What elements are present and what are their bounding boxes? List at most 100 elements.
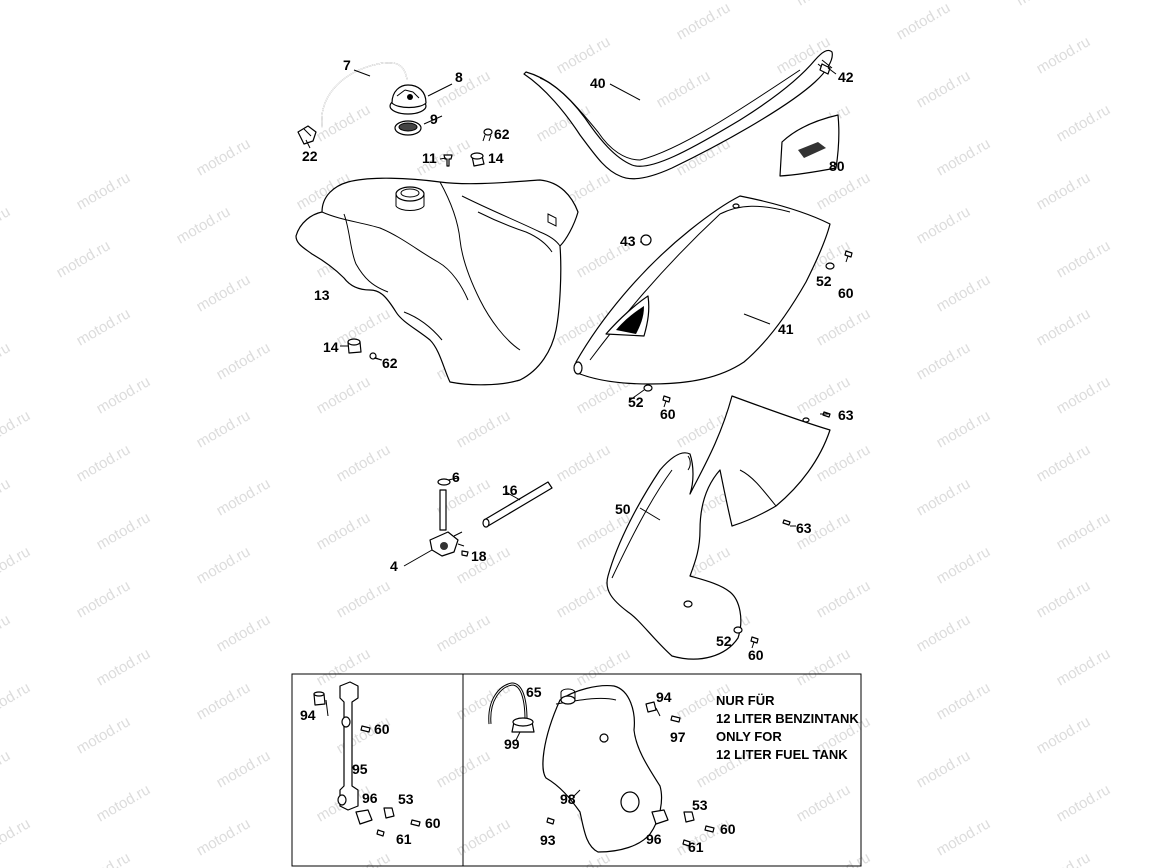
watermark-text: motod.ru <box>794 0 854 9</box>
watermark-text: motod.ru <box>1054 781 1114 825</box>
screw-60e-part <box>410 819 421 827</box>
tube-16-part <box>482 481 553 528</box>
watermark-text: motod.ru <box>194 135 254 179</box>
watermark-text: motod.ru <box>914 611 974 655</box>
watermark-text: motod.ru <box>214 339 274 383</box>
label-50: 50 <box>615 501 631 517</box>
fuel-cap-part <box>389 84 427 115</box>
label-52a: 52 <box>816 273 832 289</box>
watermark-text: motod.ru <box>194 407 254 451</box>
watermark-text: motod.ru <box>1034 305 1094 349</box>
label-52c: 52 <box>716 633 732 649</box>
label-22: 22 <box>302 148 318 164</box>
watermark-text: motod.ru <box>1054 645 1114 689</box>
watermark-text: motod.ru <box>794 645 854 689</box>
watermark-text: motod.ru <box>314 509 374 553</box>
watermark-text: motod.ru <box>214 747 274 791</box>
watermark-text: motod.ru <box>1034 169 1094 213</box>
label-60e: 60 <box>425 815 441 831</box>
label-18: 18 <box>471 548 487 564</box>
screw-11-part <box>443 154 453 167</box>
label-16: 16 <box>502 482 518 498</box>
label-94a: 94 <box>300 707 316 723</box>
watermark-text: motod.ru <box>934 407 994 451</box>
seat-part <box>523 49 833 180</box>
label-99: 99 <box>504 736 520 752</box>
screw-60a-part <box>844 250 853 263</box>
watermark-text: motod.ru <box>934 271 994 315</box>
watermark-text: motod.ru <box>0 611 13 655</box>
label-52b: 52 <box>628 394 644 410</box>
leader-lines <box>305 67 837 797</box>
watermark-text: motod.ru <box>814 577 874 621</box>
bushing-14-part <box>470 152 485 167</box>
label-6: 6 <box>452 469 460 485</box>
watermark-text: motod.ru <box>1154 679 1157 723</box>
watermark-text: motod.ru <box>454 815 514 859</box>
screw-60b-part <box>662 395 671 408</box>
washer-52b-part <box>643 384 653 392</box>
cap-99-part <box>511 717 535 733</box>
label-60f: 60 <box>720 821 736 837</box>
watermark-text: motod.ru <box>0 679 33 723</box>
label-41: 41 <box>778 321 794 337</box>
watermark-text: motod.ru <box>654 67 714 111</box>
watermark-text: motod.ru <box>0 339 13 383</box>
watermark-text: motod.ru <box>1034 577 1094 621</box>
watermark-text: motod.ru <box>94 645 154 689</box>
note-line-3: ONLY FOR <box>716 729 782 744</box>
label-43: 43 <box>620 233 636 249</box>
label-53a: 53 <box>398 791 414 807</box>
watermark-text: motod.ru <box>334 305 394 349</box>
screw-62-part <box>482 128 493 142</box>
label-42: 42 <box>838 69 854 85</box>
screw-61b-part <box>682 839 691 847</box>
note-line-2: 12 LITER BENZINTANK <box>716 711 859 726</box>
fuel-tap-part <box>429 478 465 557</box>
side-panel-part <box>606 395 831 660</box>
screw-60d-part <box>360 725 371 733</box>
fuel-tank-part <box>295 177 579 386</box>
label-61a: 61 <box>396 831 412 847</box>
label-62b: 62 <box>382 355 398 371</box>
watermark-text: motod.ru <box>1054 509 1114 553</box>
label-14a: 14 <box>488 150 504 166</box>
watermark-text: motod.ru <box>1054 237 1114 281</box>
watermark-text: motod.ru <box>434 611 494 655</box>
watermark-text: motod.ru <box>794 781 854 825</box>
decal-80-part <box>779 114 840 177</box>
tank-note: NUR FÜR 12 LITER BENZINTANK ONLY FOR 12 … <box>716 693 859 762</box>
washer-52a-part <box>825 262 835 270</box>
watermark-text: motod.ru <box>194 271 254 315</box>
bushing-14b-part <box>347 338 362 354</box>
screw-93-part <box>546 817 555 825</box>
label-40: 40 <box>590 75 606 91</box>
watermark-text: motod.ru <box>54 237 114 281</box>
watermark-text: motod.ru <box>554 441 614 485</box>
screw-97-part <box>670 715 681 723</box>
watermark-text: motod.ru <box>914 475 974 519</box>
watermark-text: motod.ru <box>314 101 374 145</box>
right-inset-box <box>462 673 862 867</box>
label-65: 65 <box>526 684 542 700</box>
watermark-text: motod.ru <box>914 67 974 111</box>
watermark-text: motod.ru <box>74 441 134 485</box>
label-8: 8 <box>455 69 463 85</box>
screw-63b-part <box>782 519 791 526</box>
watermark-text: motod.ru <box>1154 543 1157 587</box>
label-63b: 63 <box>796 520 812 536</box>
label-61b: 61 <box>688 839 704 855</box>
watermark-text: motod.ru <box>1154 271 1157 315</box>
watermark-text: motod.ru <box>1054 373 1114 417</box>
label-7: 7 <box>343 57 351 73</box>
washer-52c-part <box>733 626 743 634</box>
watermark-text: motod.ru <box>74 713 134 757</box>
callout-labels: 7 8 9 22 62 11 14 40 42 80 13 14 62 43 5… <box>300 57 854 855</box>
note-line-4: 12 LITER FUEL TANK <box>716 747 848 762</box>
watermark-text: motod.ru <box>174 203 234 247</box>
note-line-1: NUR FÜR <box>716 693 775 708</box>
label-9: 9 <box>430 111 438 127</box>
watermark-text: motod.ru <box>74 577 134 621</box>
watermark-text: motod.ru <box>814 849 874 868</box>
watermark-text: motod.ru <box>94 373 154 417</box>
